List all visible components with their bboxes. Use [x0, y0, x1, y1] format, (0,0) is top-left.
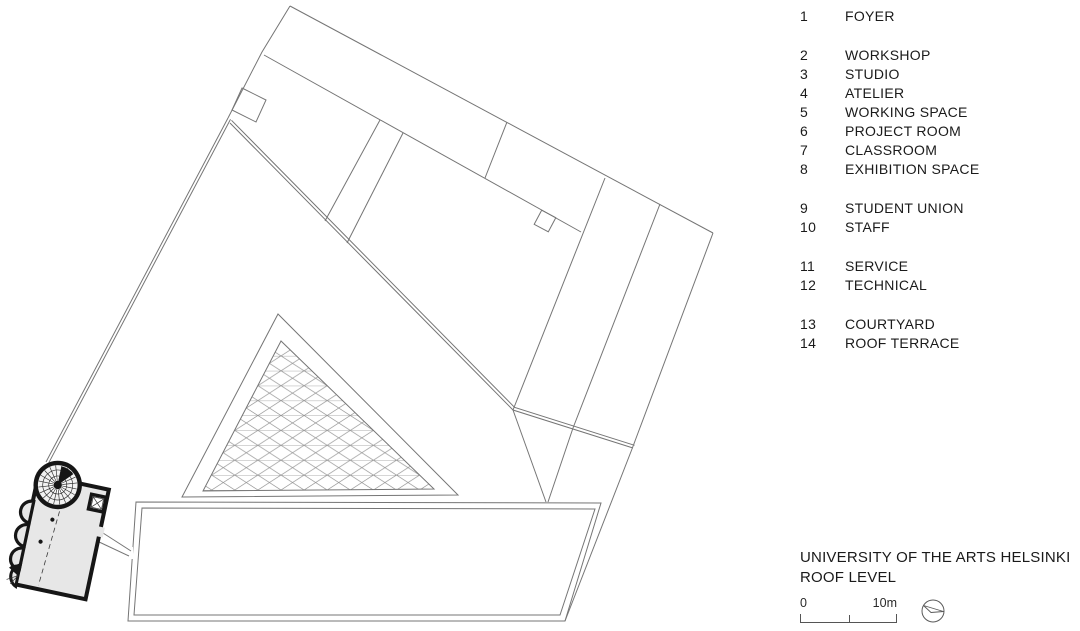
- roof-right-edge: [631, 232, 714, 450]
- column-dot: [38, 539, 43, 544]
- service-room-edge-a: [512, 409, 547, 503]
- east-wall-opening: [94, 526, 105, 538]
- east-division-b: [572, 203, 661, 429]
- legend-group: 11 SERVICE 12 TECHNICAL: [800, 257, 979, 295]
- legend-item-number: 14: [800, 335, 817, 351]
- legend-item-label: WORKING SPACE: [845, 104, 968, 120]
- title-block: UNIVERSITY OF THE ARTS HELSINKI ROOF LEV…: [800, 548, 1070, 587]
- scalloped-bays: [8, 499, 36, 572]
- roof-plan-drawing: [6, 5, 714, 622]
- legend-group: 13 COURTYARD 14 ROOF TERRACE: [800, 315, 979, 353]
- service-room-edge-b: [547, 427, 574, 503]
- skylight-mesh-triangle: [202, 340, 436, 492]
- legend-item: 12 TECHNICAL: [800, 276, 979, 295]
- terrace-inner: [133, 507, 596, 616]
- north-arrow-icon: [921, 599, 945, 623]
- east-division-a: [512, 177, 606, 411]
- legend-group: 9 STUDENT UNION 10 STAFF: [800, 199, 979, 237]
- skylight-triangle: [181, 313, 460, 498]
- scale-end-label: 10m: [872, 596, 897, 610]
- legend-item-number: 3: [800, 66, 809, 82]
- legend-item-number: 7: [800, 142, 809, 158]
- legend-item-number: 5: [800, 104, 809, 120]
- terrace-outer: [127, 501, 602, 622]
- legend-item-number: 2: [800, 47, 809, 63]
- scale-rule: [800, 614, 897, 623]
- legend-item: 5 WORKING SPACE: [800, 103, 979, 122]
- legend-item-number: 11: [800, 258, 816, 274]
- roof-band-inner-edge: [263, 54, 582, 233]
- site-lower-right-edge: [564, 448, 633, 622]
- legend-item-number: 8: [800, 161, 809, 177]
- legend-item: 14 ROOF TERRACE: [800, 334, 979, 353]
- legend-item: 4 ATELIER: [800, 84, 979, 103]
- legend-item-label: STAFF: [845, 219, 890, 235]
- main-building-outline: [227, 5, 714, 622]
- legend-item-number: 13: [800, 316, 817, 332]
- legend-item: 13 COURTYARD: [800, 315, 979, 334]
- legend-item-label: SERVICE: [845, 258, 909, 274]
- drawing-title: UNIVERSITY OF THE ARTS HELSINKI: [800, 549, 1071, 566]
- legend-item-label: STUDENT UNION: [845, 200, 964, 216]
- legend-item-label: ATELIER: [845, 85, 905, 101]
- bridge-link: [96, 532, 132, 557]
- legend-item-label: FOYER: [845, 8, 895, 24]
- band-division: [484, 121, 508, 179]
- legend-item: 9 STUDENT UNION: [800, 199, 979, 218]
- legend-item-number: 4: [800, 85, 809, 101]
- corner-stair-icon: [6, 563, 23, 590]
- mid-division-b: [346, 132, 404, 244]
- scale-mid-tick: [849, 615, 850, 622]
- legend: 1 FOYER 2 WORKSHOP 3 STUDIO 4 ATELIER 5 WORKING S…: [800, 7, 979, 373]
- roof-hatch: [533, 209, 557, 233]
- mid-division-a: [324, 119, 381, 222]
- site-west-edge-inner: [48, 119, 231, 464]
- legend-item-label: TECHNICAL: [845, 277, 928, 293]
- legend-item-number: 1: [800, 8, 809, 24]
- legend-item: 11 SERVICE: [800, 257, 979, 276]
- spiral-stair-icon: [33, 460, 82, 510]
- legend-group: 2 WORKSHOP 3 STUDIO 4 ATELIER 5 WORKING SPACE 6 P…: [800, 46, 979, 179]
- legend-item-number: 9: [800, 200, 809, 216]
- skylight-outer-triangle: [181, 313, 460, 498]
- terrace-opening: [124, 547, 133, 559]
- legend-item: 3 STUDIO: [800, 65, 979, 84]
- legend-item-number: 10: [800, 219, 817, 235]
- scale-start-label: 0: [800, 596, 807, 610]
- elevator-icon: [86, 492, 109, 515]
- legend-item-number: 6: [800, 123, 809, 139]
- historic-building: [6, 460, 112, 602]
- legend-item-label: EXHIBITION SPACE: [845, 161, 980, 177]
- legend-item-number: 12: [800, 277, 817, 293]
- legend-item: 7 CLASSROOM: [800, 141, 979, 160]
- legend-item: 1 FOYER: [800, 7, 979, 26]
- legend-item: 8 EXHIBITION SPACE: [800, 160, 979, 179]
- site-west-edge: [45, 117, 229, 463]
- legend-item: 2 WORKSHOP: [800, 46, 979, 65]
- column-dot: [50, 517, 55, 522]
- legend-item-label: CLASSROOM: [845, 142, 938, 158]
- roof-top-edge: [289, 5, 714, 234]
- legend-item-label: COURTYARD: [845, 316, 936, 332]
- roof-terrace: [127, 501, 602, 622]
- legend-item-label: STUDIO: [845, 66, 900, 82]
- roof-divisions: [231, 54, 661, 503]
- scale-bar: 0 10m: [800, 596, 897, 623]
- roof-left-edge: [227, 5, 291, 119]
- legend-item: 6 PROJECT ROOM: [800, 122, 979, 141]
- legend-item-label: PROJECT ROOM: [845, 123, 962, 139]
- drawing-subtitle: ROOF LEVEL: [800, 568, 897, 586]
- legend-item: 10 STAFF: [800, 218, 979, 237]
- legend-group: 1 FOYER: [800, 7, 979, 26]
- west-end-room: [231, 87, 267, 123]
- legend-item-label: ROOF TERRACE: [845, 335, 960, 351]
- legend-item-label: WORKSHOP: [845, 47, 931, 63]
